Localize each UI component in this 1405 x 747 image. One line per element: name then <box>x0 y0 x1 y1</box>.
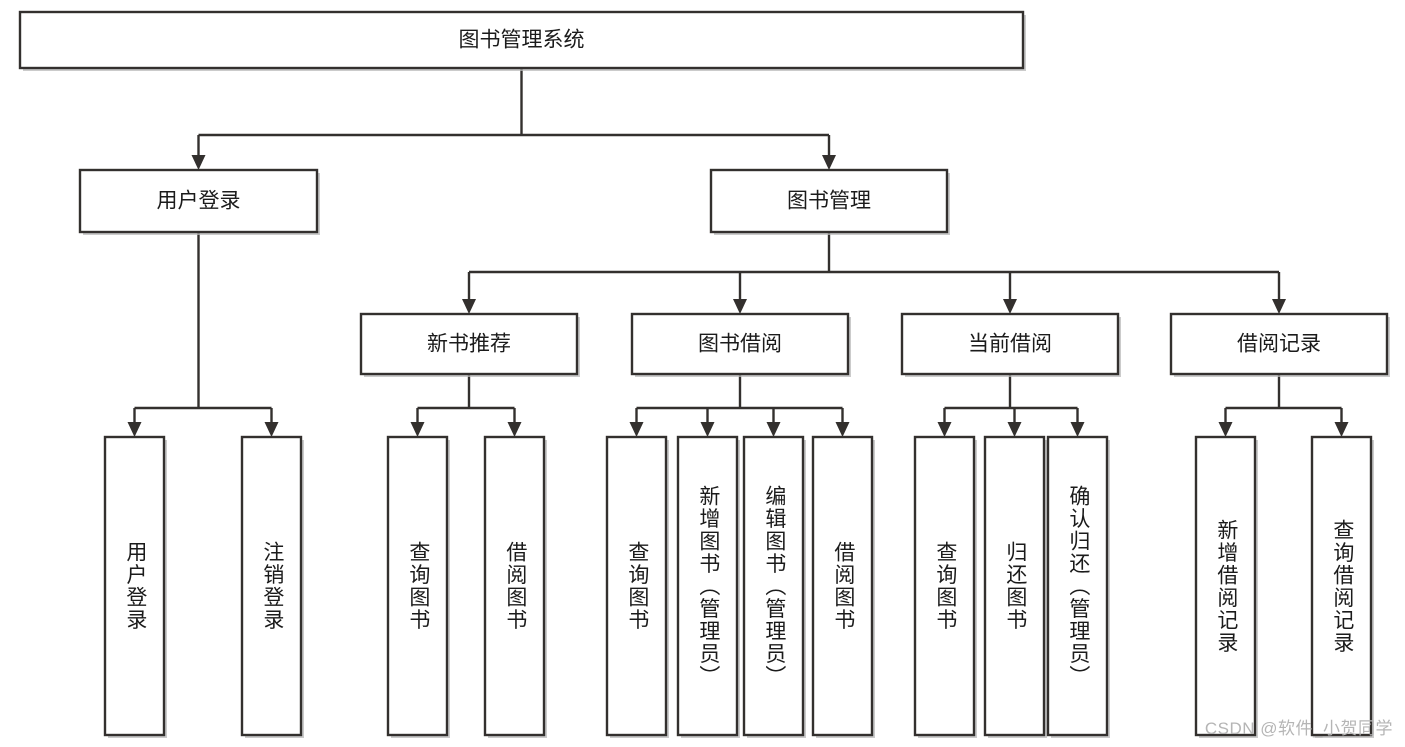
node-new-book-recommend[interactable]: 新书推荐 <box>359 312 580 377</box>
node-label: 图书管理 <box>787 190 871 213</box>
box-outline <box>1169 312 1389 376</box>
node-label: 当前借阅 <box>968 333 1052 356</box>
node-book-borrow[interactable]: 图书借阅 <box>630 312 851 377</box>
arrow-head <box>127 422 142 437</box>
arrow-head <box>507 422 522 437</box>
node-root-book-management-system[interactable]: 图书管理系统 <box>18 10 1026 71</box>
node-leaf-add-book[interactable] <box>676 435 740 738</box>
arrow-head <box>264 422 279 437</box>
arrow-head <box>191 155 206 170</box>
arrow-head <box>835 422 850 437</box>
arrow-head <box>766 422 781 437</box>
node-user-login[interactable]: 用户登录 <box>78 168 320 235</box>
node-leaf-logout-login[interactable] <box>240 435 304 738</box>
arrow-head <box>937 422 952 437</box>
arrow-head <box>1070 422 1085 437</box>
box-outline <box>386 435 449 737</box>
node-label: 用户登录 <box>157 190 241 213</box>
box-outline <box>709 168 949 234</box>
node-label: 图书借阅 <box>698 333 782 356</box>
arrow-head <box>629 422 644 437</box>
node-leaf-confirm-return[interactable] <box>1046 435 1110 738</box>
box-outline <box>78 168 319 234</box>
node-leaf-return-book[interactable] <box>983 435 1047 738</box>
arrow-head <box>1334 422 1349 437</box>
box-outline <box>913 435 976 737</box>
connector-lines <box>127 68 1349 437</box>
arrow-head <box>1272 299 1286 314</box>
node-label: 借阅记录 <box>1237 333 1321 356</box>
arrow-head <box>410 422 425 437</box>
box-outline <box>983 435 1046 737</box>
arrow-head <box>733 299 747 314</box>
box-outline <box>1310 435 1373 737</box>
box-outline <box>811 435 874 737</box>
box-outline <box>483 435 546 737</box>
node-label: 新书推荐 <box>427 333 511 356</box>
box-outline <box>103 435 166 737</box>
box-outline <box>359 312 579 376</box>
node-label: 图书管理系统 <box>459 29 585 52</box>
node-leaf-borrow-book-2[interactable] <box>811 435 875 738</box>
node-leaf-user-login[interactable] <box>103 435 167 738</box>
box-outline <box>742 435 805 737</box>
node-leaf-query-book-2[interactable] <box>605 435 669 738</box>
node-book-management[interactable]: 图书管理 <box>709 168 950 235</box>
arrow-head <box>1218 422 1233 437</box>
node-borrow-record[interactable]: 借阅记录 <box>1169 312 1390 377</box>
arrow-head <box>462 299 476 314</box>
node-leaf-query-book-3[interactable] <box>913 435 977 738</box>
box-outline <box>1194 435 1257 737</box>
box-outline <box>605 435 668 737</box>
box-outline <box>630 312 850 376</box>
arrow-head <box>700 422 715 437</box>
arrow-head <box>1007 422 1022 437</box>
arrow-head <box>822 155 836 170</box>
node-leaf-query-record[interactable] <box>1310 435 1374 738</box>
node-leaf-add-record[interactable] <box>1194 435 1258 738</box>
box-outline <box>1046 435 1109 737</box>
box-outline <box>676 435 739 737</box>
node-leaf-query-book-1[interactable] <box>386 435 450 738</box>
node-leaf-edit-book[interactable] <box>742 435 806 738</box>
watermark-text: CSDN @软件_小贺同学 <box>1204 719 1393 738</box>
node-leaf-borrow-book-1[interactable] <box>483 435 547 738</box>
node-current-borrow[interactable]: 当前借阅 <box>900 312 1121 377</box>
arrow-head <box>1003 299 1017 314</box>
box-outline <box>240 435 303 737</box>
box-outline <box>18 10 1025 70</box>
box-outline <box>900 312 1120 376</box>
